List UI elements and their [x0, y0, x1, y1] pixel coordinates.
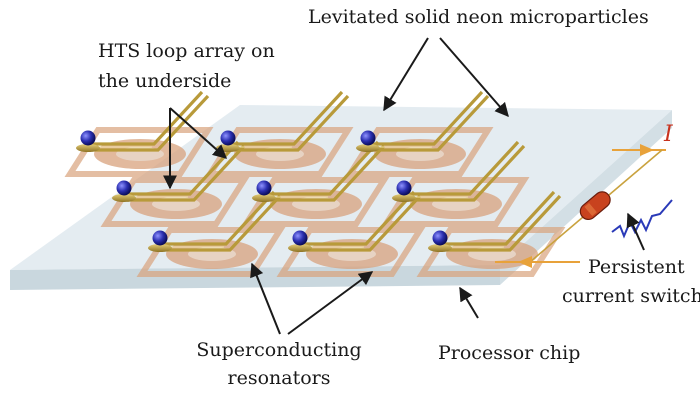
arrow-to-switch: [626, 212, 645, 251]
resonator-trace: [128, 140, 240, 196]
resonator-trace: [268, 144, 386, 202]
resonators-label-line2: resonators: [227, 367, 331, 389]
resonator-trace: [304, 194, 422, 252]
resonator-trace: [408, 140, 520, 196]
microparticle: [152, 230, 168, 246]
blue-sphere-icon: [288, 230, 312, 252]
chip-side-face: [500, 110, 672, 285]
blue-sphere-icon: [112, 180, 136, 202]
resonator-trace: [232, 90, 344, 146]
resonator-trace: [304, 190, 416, 246]
arrow-to-particle-2: [439, 37, 509, 118]
blue-sphere-icon: [356, 130, 380, 152]
microparticle: [256, 180, 272, 196]
resonator-trace: [232, 94, 350, 152]
resonator-trace: [372, 90, 484, 146]
microparticles-label: Levitated solid neon microparticles: [308, 6, 649, 28]
microparticle: [360, 130, 376, 146]
switch-label-line1: Persistent: [588, 256, 685, 278]
current-arrow-top-icon: [640, 144, 654, 156]
arrow-to-loop-1: [169, 107, 228, 159]
blue-sphere-icon: [76, 130, 100, 152]
arrow-to-chip: [459, 286, 479, 319]
hts-label-line2: the underside: [98, 70, 232, 92]
arrow-to-particle-1: [383, 37, 429, 112]
microparticle: [80, 130, 96, 146]
resonators-label-line1: Superconducting: [196, 339, 362, 361]
resonator-trace: [92, 94, 210, 152]
particle-pad: [252, 194, 276, 202]
particle-pad: [428, 244, 452, 252]
microparticle-array: [76, 130, 452, 252]
microparticle: [432, 230, 448, 246]
switch-resistor-zigzag: [611, 199, 673, 239]
resonator-trace: [128, 144, 246, 202]
resonator-trace: [92, 90, 204, 146]
resonator-trace: [408, 144, 526, 202]
heater-resistor-icon: [579, 191, 611, 221]
blue-sphere-icon: [428, 230, 452, 252]
resonator-trace: [164, 190, 276, 246]
microparticle: [292, 230, 308, 246]
blue-sphere-icon: [252, 180, 276, 202]
particle-pad: [148, 244, 172, 252]
resonator-trace: [164, 194, 282, 252]
microparticle: [220, 130, 236, 146]
resonator-trace: [444, 190, 556, 246]
resonator-trace: [268, 140, 380, 196]
resonator-trace: [444, 194, 562, 252]
particle-pad: [76, 144, 100, 152]
blue-sphere-icon: [148, 230, 172, 252]
current-label: I: [664, 122, 673, 147]
microparticle: [116, 180, 132, 196]
particle-pad: [392, 194, 416, 202]
current-arrow-bottom-icon: [518, 256, 532, 268]
resonator-trace: [372, 94, 490, 152]
hts-label-line1: HTS loop array on: [98, 40, 275, 62]
arrow-to-resonator-1: [250, 262, 281, 335]
particle-pad: [288, 244, 312, 252]
particle-pad: [356, 144, 380, 152]
microparticle: [396, 180, 412, 196]
blue-sphere-icon: [392, 180, 416, 202]
annotation-arrows: [163, 37, 645, 335]
processor-label: Processor chip: [438, 342, 581, 364]
arrow-to-resonator-2: [287, 271, 374, 335]
particle-pad: [112, 194, 136, 202]
switch-label-line2: current switch: [562, 285, 700, 307]
